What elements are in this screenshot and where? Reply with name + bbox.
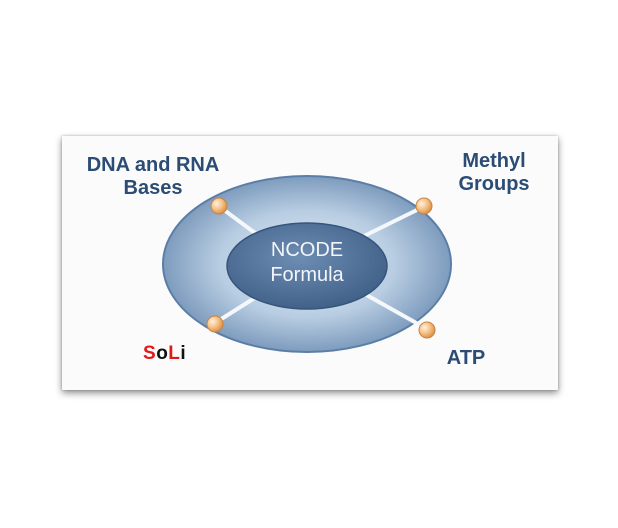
soli-logo: SoLi [143,343,186,365]
node-label-methyl-groups: Methyl Groups [444,150,544,196]
connector-line-bottom-left [213,292,263,325]
connector-line-top-right [352,205,425,243]
node-label-atp-line1: ATP [446,347,486,369]
node-label-dna-line2: Bases [123,177,183,199]
center-label-line1: NCODE [270,239,344,261]
soli-logo-o: o [156,343,169,364]
center-label-line2: Formula [270,264,344,286]
soli-logo-s: S [143,343,157,364]
connector-node-bottom-right [418,321,436,339]
soli-logo-i: i [180,343,187,364]
node-label-dna-line1: DNA and RNA [86,154,220,176]
node-label-atp: ATP [436,347,496,370]
soli-logo-l: L [168,343,181,364]
center-label: NCODE Formula [245,238,369,288]
node-label-dna-rna-bases: DNA and RNA Bases [58,154,248,200]
node-label-methyl-line1: Methyl [462,150,526,172]
connector-node-top-right [415,197,433,215]
connector-line-bottom-right [361,291,429,331]
connector-node-bottom-left [206,315,224,333]
connector-node-top-left [210,197,228,215]
inner-ellipse [226,222,388,310]
node-label-methyl-line2: Groups [458,173,530,195]
